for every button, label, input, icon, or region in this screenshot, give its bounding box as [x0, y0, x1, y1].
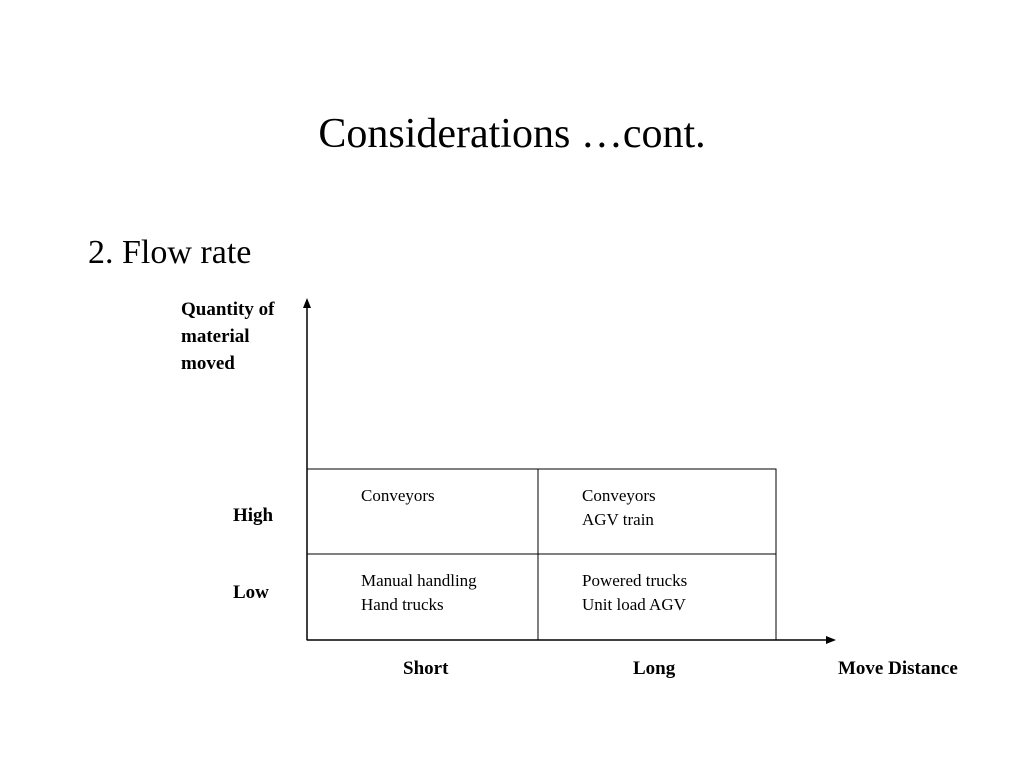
- cell-high-long: Conveyors AGV train: [582, 484, 656, 532]
- cell-low-long-line-1: Powered trucks: [582, 571, 688, 590]
- cell-low-short-line-2: Hand trucks: [361, 595, 444, 614]
- row-label-low: Low: [233, 582, 269, 603]
- x-axis-arrowhead: [826, 636, 836, 644]
- cell-high-long-line-1: Conveyors: [582, 486, 656, 505]
- y-axis-arrowhead: [303, 298, 311, 308]
- column-label-short: Short: [403, 658, 449, 679]
- cell-low-short: Manual handling Hand trucks: [361, 569, 477, 617]
- cell-low-long: Powered trucks Unit load AGV: [582, 569, 687, 617]
- cell-low-long-line-2: Unit load AGV: [582, 595, 686, 614]
- section-heading: 2. Flow rate: [88, 234, 252, 271]
- row-label-high: High: [233, 505, 274, 526]
- column-label-long: Long: [633, 658, 676, 679]
- cell-high-long-line-2: AGV train: [582, 510, 654, 529]
- cell-low-short-line-1: Manual handling: [361, 571, 477, 590]
- x-axis-title: Move Distance: [838, 658, 958, 679]
- cell-high-short: Conveyors: [361, 484, 435, 508]
- y-axis-title-line-1: Quantity of: [181, 299, 275, 320]
- y-axis-title-line-3: moved: [181, 353, 235, 374]
- slide-title: Considerations …cont.: [318, 111, 706, 157]
- y-axis-title: Quantity of material moved: [181, 296, 311, 377]
- y-axis-title-line-2: material: [181, 326, 250, 347]
- cell-high-short-line-1: Conveyors: [361, 486, 435, 505]
